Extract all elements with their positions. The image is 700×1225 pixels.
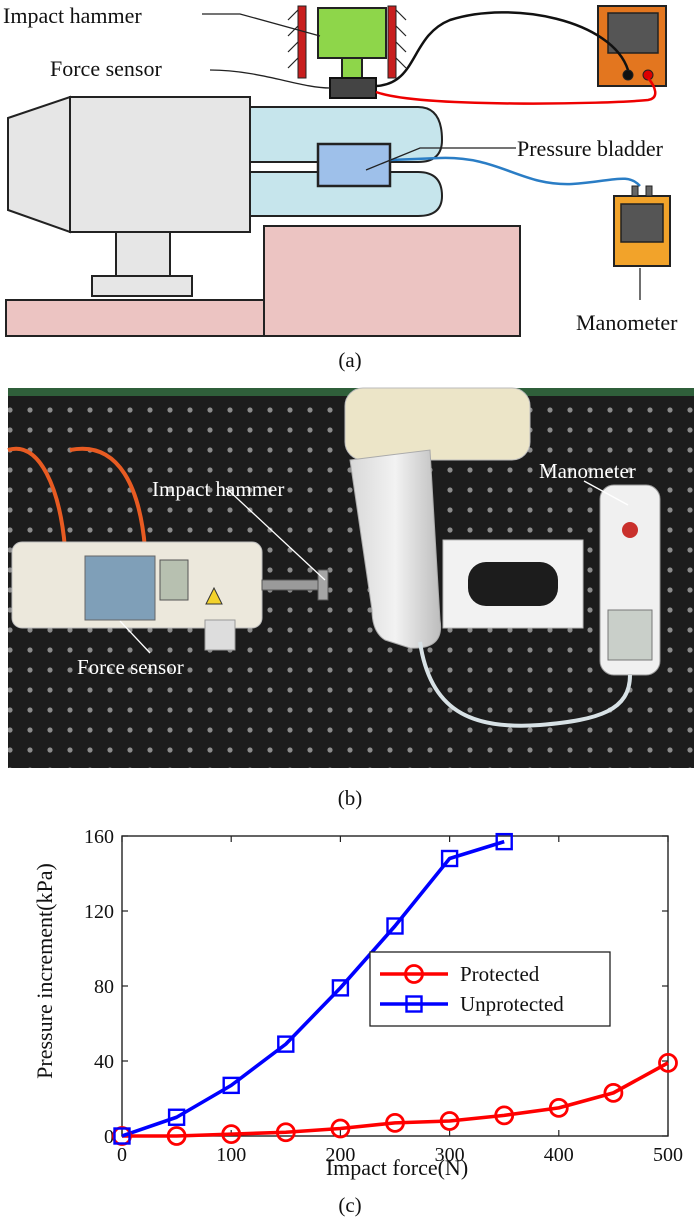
- motor-housing: [344, 387, 531, 461]
- y-axis-label: Pressure increment(kPa): [32, 863, 57, 1079]
- photo-label-force-sensor: Force sensor: [77, 655, 184, 679]
- force-sensor-screen: [159, 559, 189, 601]
- force-sensor-block: [329, 77, 377, 99]
- force-sensor-keypad: [84, 555, 156, 621]
- motor-nose: [7, 95, 71, 234]
- manometer-port-1: [631, 185, 639, 197]
- black-cable: [375, 11, 630, 88]
- label-impact-hammer: Impact hammer: [3, 3, 142, 28]
- marker-unprotected: [113, 1127, 131, 1145]
- blue-hose: [389, 156, 641, 187]
- marker-protected: [275, 1122, 296, 1143]
- marker-unprotected: [386, 917, 404, 935]
- legend-marker-protected: [404, 964, 424, 984]
- caption-a: (a): [338, 348, 362, 372]
- marker-unprotected: [222, 1076, 240, 1095]
- marker-unprotected: [277, 1035, 295, 1053]
- marker-protected: [221, 1124, 242, 1145]
- hammer-guide-left: [297, 5, 307, 79]
- x-tick-label: 400: [544, 1144, 574, 1166]
- legend-label-unprotected: Unprotected: [460, 992, 564, 1016]
- chart-lines: [121, 839, 669, 1138]
- terminal-black: [622, 69, 634, 81]
- panel-c-chart: 0 100 200 300 400 500 0 40 80 120 160 Impact force…: [32, 826, 683, 1180]
- marker-unprotected: [167, 1108, 186, 1126]
- y-tick-label: 40: [94, 1051, 114, 1073]
- warning-triangle: [205, 586, 223, 605]
- motor-stand-foot: [91, 275, 193, 297]
- legend-marker-unprotected: [405, 995, 423, 1013]
- legend-box: [369, 951, 611, 1027]
- hammer-guide-right: [387, 5, 397, 79]
- impact-hammer-head-photo: [317, 569, 329, 601]
- manometer-photo-button: [622, 522, 638, 538]
- base-plate: [5, 299, 265, 337]
- red-cable: [375, 77, 657, 105]
- y-tick-label: 0: [104, 1126, 114, 1148]
- marker-protected: [494, 1105, 515, 1126]
- leader-lines: [202, 13, 641, 300]
- marker-protected: [166, 1126, 187, 1146]
- x-tick-label: 200: [325, 1144, 355, 1166]
- orange-hose-2: [69, 446, 147, 549]
- orange-hose: [7, 446, 67, 549]
- panel-a-schematic: Impact hammer Force sensor Pressure blad…: [3, 3, 678, 337]
- hatch-lines: [287, 9, 407, 69]
- chart-markers: [112, 832, 678, 1146]
- marker-protected: [603, 1082, 624, 1103]
- marker-protected: [658, 1052, 678, 1073]
- chart-axes: 0 100 200 300 400 500 0 40 80 120 160: [84, 826, 683, 1166]
- x-axis-label: Impact force(N): [326, 1155, 468, 1180]
- caption-c: (c): [338, 1193, 362, 1217]
- marker-protected: [439, 1111, 460, 1131]
- label-force-sensor: Force sensor: [50, 56, 162, 81]
- motor-body: [69, 96, 251, 233]
- caption-b: (b): [337, 786, 363, 810]
- base-block: [263, 225, 521, 337]
- manometer-screen: [620, 203, 664, 243]
- photo-label-impact-hammer: Impact hammer: [152, 477, 284, 501]
- series-line-unprotected: [121, 839, 505, 1138]
- white-bracket-slot: [468, 562, 558, 606]
- photo-leader-lines: [119, 480, 629, 654]
- force-display-screen: [607, 12, 659, 54]
- marker-unprotected: [331, 979, 350, 997]
- manometer-photo-screen: [607, 609, 653, 661]
- marker-protected: [385, 1112, 405, 1133]
- y-tick-label: 160: [84, 826, 114, 848]
- terminal-red: [642, 69, 654, 81]
- marker-unprotected: [495, 832, 513, 851]
- marker-unprotected: [440, 849, 459, 868]
- motor-stand-post: [115, 229, 171, 277]
- manometer-port-2: [645, 185, 653, 197]
- label-pressure-bladder: Pressure bladder: [517, 136, 664, 161]
- silicone-actuator: [349, 449, 442, 649]
- impact-hammer-tip: [261, 579, 323, 591]
- x-tick-label: 0: [117, 1144, 127, 1166]
- impact-hammer-head: [317, 7, 387, 59]
- series-line-protected: [122, 1061, 669, 1138]
- photo-label-manometer: Manometer: [539, 459, 636, 483]
- marker-protected: [548, 1097, 569, 1118]
- legend-label-protected: Protected: [460, 962, 540, 986]
- y-tick-label: 80: [94, 976, 114, 998]
- panel-b-photo: Impact hammer Manometer Force sensor: [7, 387, 694, 768]
- clear-tubing: [418, 641, 632, 728]
- y-tick-label: 120: [84, 901, 114, 923]
- label-manometer: Manometer: [576, 310, 678, 335]
- x-tick-label: 100: [216, 1144, 246, 1166]
- x-tick-label: 500: [653, 1144, 683, 1166]
- sensor-bracket: [204, 619, 236, 651]
- x-tick-label: 300: [435, 1144, 465, 1166]
- marker-protected: [330, 1118, 351, 1139]
- impact-hammer-neck: [341, 57, 363, 79]
